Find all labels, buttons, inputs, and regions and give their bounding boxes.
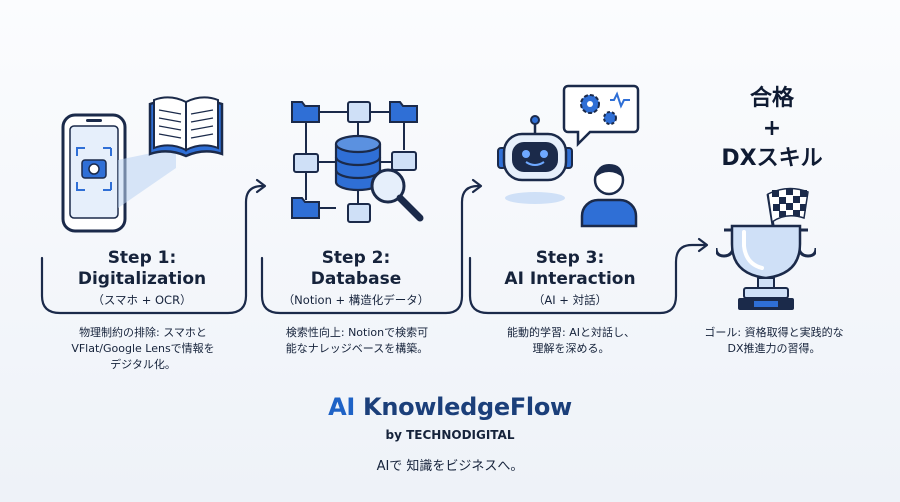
connector-1-2 [40, 184, 264, 315]
brand-title-rest: KnowledgeFlow [354, 393, 572, 421]
brand-tagline: AIで 知識をビジネスへ。 [376, 459, 524, 474]
chat-bubble-gears-icon [562, 84, 640, 148]
step-2-description: 検索性向上: Notionで検索可 能なナレッジベースを構築。 [285, 326, 429, 355]
step-3-title: Step 3: AI Interaction [504, 248, 636, 289]
connector-3-goal [468, 243, 706, 315]
brand-title: AI KnowledgeFlow [0, 393, 900, 421]
connector-1-2-arrowhead [255, 178, 267, 194]
goal-title: 合格 + DXスキル [721, 86, 823, 171]
step-1-description: 物理制約の排除: スマホと VFlat/Google Lensで情報を デジタル… [71, 326, 215, 371]
step-2-title: Step 2: Database [310, 248, 402, 289]
step-1-title: Step 1: Digitalization [77, 248, 207, 289]
open-book-icon [148, 96, 224, 158]
step-3-subtitle: （AI + 対話） [532, 293, 608, 307]
step-2-subtitle: （Notion + 構造化データ） [282, 293, 430, 307]
trophy-checkered-flag-icon [716, 187, 816, 310]
step-3-description: 能動的学習: AIと対話し、 理解を深める。 [507, 326, 635, 355]
goal-description: ゴール: 資格取得と実践的な DX推進力の習得。 [704, 326, 844, 355]
connector-2-3-arrowhead [471, 178, 483, 194]
person-user-icon [580, 164, 638, 228]
brand-byline: by TECHNODIGITAL [385, 428, 515, 442]
robot-icon [497, 115, 573, 204]
database-network-icon [291, 101, 424, 223]
brand-title-ai: AI [328, 393, 355, 421]
step-1-subtitle: （スマホ + OCR） [92, 293, 192, 307]
scan-beam-icon [118, 148, 176, 208]
connector-3-goal-arrowhead [697, 237, 709, 253]
connector-2-3 [260, 184, 480, 315]
